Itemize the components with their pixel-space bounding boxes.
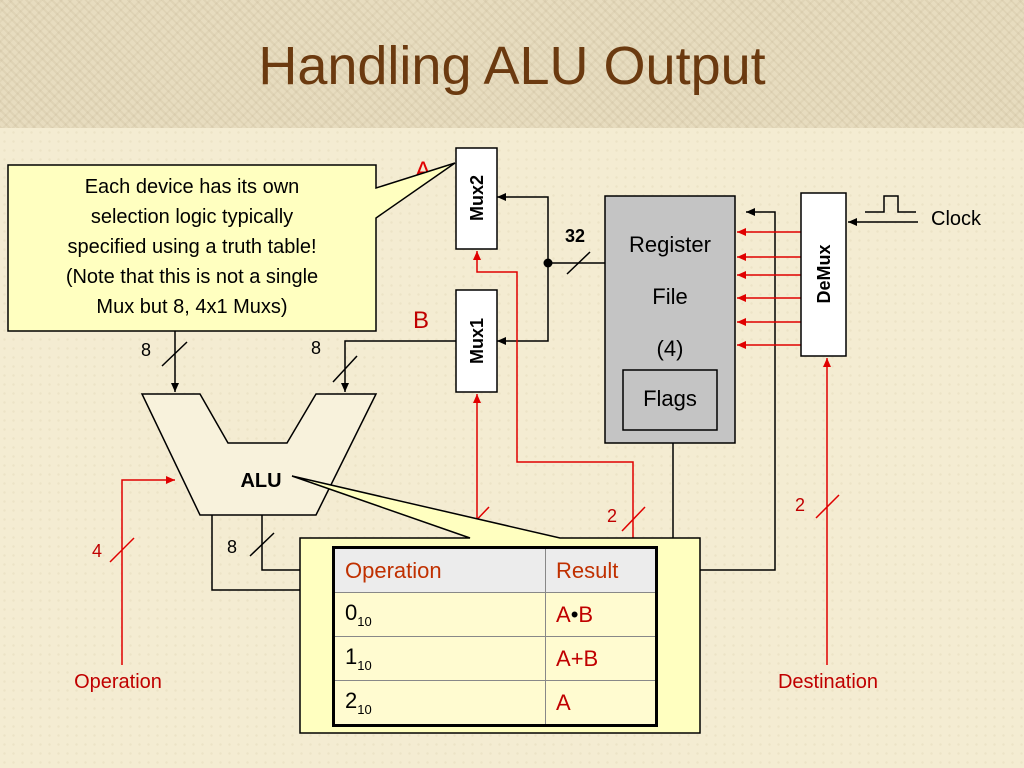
register-file-label-3: (4) — [657, 336, 684, 361]
result-cell: A•B — [545, 592, 657, 637]
callout-line: selection logic typically — [90, 206, 294, 228]
mux1-label: Mux1 — [467, 318, 487, 364]
flags-box — [622, 369, 718, 431]
bus-width-8-out: 8 — [227, 537, 237, 557]
alu-shape — [140, 393, 378, 516]
demux-label: DeMux — [814, 244, 834, 303]
callout-line: Each device has its own — [84, 176, 300, 198]
result-cell: A — [545, 680, 657, 726]
op-cell: 110 — [333, 636, 546, 681]
result-cell: A+B — [545, 636, 657, 681]
bus-width-8-right: 8 — [311, 338, 321, 358]
callout-line: specified using a truth table! — [67, 236, 317, 258]
table-row: 210 A — [333, 680, 657, 726]
mux2-box — [455, 147, 498, 250]
op-cell: 210 — [333, 680, 546, 726]
op-cell: 010 — [333, 592, 546, 637]
bus-width-slashes — [161, 251, 591, 557]
clock-label: Clock — [931, 208, 982, 230]
alu-label: ALU — [240, 470, 281, 492]
mux2-select-width: 2 — [607, 506, 617, 526]
selection-logic-callout — [7, 162, 456, 332]
truth-table-header-row: Operation Result — [333, 547, 657, 593]
dest-width-label: 2 — [795, 495, 805, 515]
slide-title: Handling ALU Output — [258, 36, 766, 96]
op-width-label: 4 — [92, 541, 102, 561]
mux2-label: Mux2 — [467, 175, 487, 221]
callout-text: Each device has its own selection logic … — [14, 172, 370, 322]
control-wires — [121, 228, 831, 665]
demux-box — [800, 192, 847, 357]
input-b-label: B — [413, 307, 429, 334]
callout-line: Mux but 8, 4x1 Muxs) — [96, 296, 288, 318]
register-file-label-2: File — [652, 284, 687, 309]
bus-width-8-left: 8 — [141, 340, 151, 360]
bus-width-32: 32 — [565, 226, 585, 246]
mux1-box — [455, 289, 498, 393]
table-row: 010 A•B — [333, 592, 657, 637]
header-result: Result — [545, 547, 657, 593]
register-file-label-1: Register — [629, 232, 711, 257]
operation-label: Operation — [74, 671, 162, 693]
truth-table: Operation Result 010 A•B 110 A+B 210 A — [332, 546, 658, 727]
destination-label: Destination — [778, 671, 878, 693]
data-wires — [171, 193, 918, 591]
title-band — [0, 0, 1024, 128]
bus-junction-dot — [543, 258, 553, 268]
callout-line: (Note that this is not a single — [65, 266, 319, 288]
flags-label: Flags — [643, 386, 697, 411]
header-operation: Operation — [333, 547, 546, 593]
table-row: 110 A+B — [333, 636, 657, 681]
